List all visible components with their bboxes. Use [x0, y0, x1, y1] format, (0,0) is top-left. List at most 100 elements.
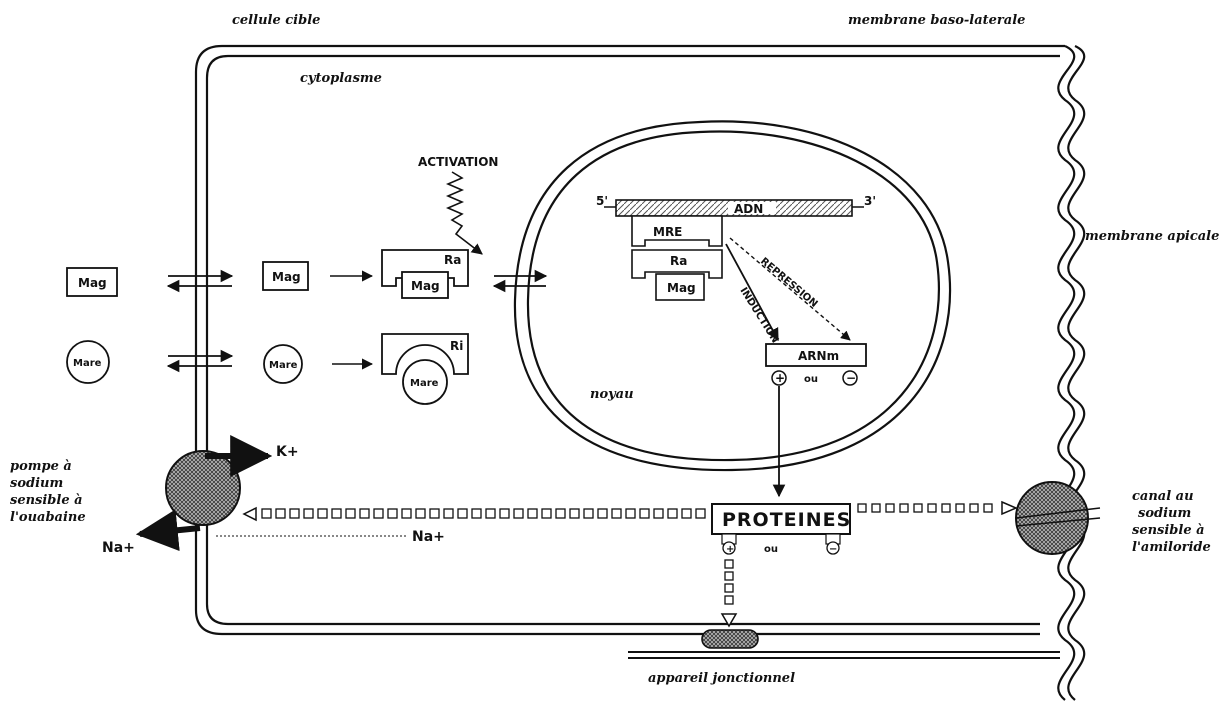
- junction-complex: [702, 630, 758, 648]
- mre-label: MRE: [653, 225, 682, 239]
- proteines-ou: ou: [764, 544, 778, 555]
- na-plus-in-label: Na+: [412, 529, 445, 545]
- dot-square: [416, 509, 425, 518]
- proteines-plus: +: [726, 544, 734, 555]
- mare-outside-label: Mare: [73, 358, 102, 369]
- nucleus: [515, 121, 950, 470]
- dot-square: [970, 504, 978, 512]
- activation-arrow: [448, 172, 482, 254]
- pump-label-line-1: pompe à: [10, 459, 72, 474]
- channel-label-line-1: canal au: [1132, 489, 1194, 504]
- dot-square: [654, 509, 663, 518]
- channel-arrowhead: [1002, 502, 1016, 514]
- dot-square: [725, 584, 733, 592]
- nucleus-ra-label: Ra: [670, 254, 687, 268]
- label-cytoplasme: cytoplasme: [300, 71, 382, 86]
- pump-arrowhead: [244, 508, 256, 520]
- dot-square: [640, 509, 649, 518]
- label-appareil-jonctionnel: appareil jonctionnel: [648, 671, 795, 686]
- na-out-arrow: [140, 528, 200, 534]
- dot-square: [486, 509, 495, 518]
- dot-square: [725, 560, 733, 568]
- channel-label: canal au sodium sensible à l'amiloride: [1132, 489, 1211, 555]
- dot-square: [318, 509, 327, 518]
- dotted-arrow-to-junction: [725, 560, 733, 604]
- dot-square: [696, 509, 705, 518]
- dot-square: [584, 509, 593, 518]
- nuclear-entry-arrows: [494, 276, 546, 286]
- arnm-minus: −: [846, 371, 856, 385]
- dot-square: [430, 509, 439, 518]
- arnm-plus: +: [775, 371, 785, 385]
- dotted-arrow-to-channel: [858, 504, 992, 512]
- ri-mare-label: Mare: [410, 378, 439, 389]
- dna-3prime: 3': [864, 194, 876, 208]
- proteines-minus: −: [829, 544, 837, 555]
- dot-square: [542, 509, 551, 518]
- cell-membrane: [196, 46, 1065, 634]
- dot-square: [928, 504, 936, 512]
- dot-square: [858, 504, 866, 512]
- dot-square: [262, 509, 271, 518]
- dotted-arrow-to-pump: [262, 509, 705, 518]
- repression-label: REPRESSION: [758, 256, 819, 310]
- dot-square: [346, 509, 355, 518]
- label-membrane-apicale: membrane apicale: [1085, 229, 1219, 244]
- na-plus-out-label: Na+: [102, 540, 135, 556]
- dot-square: [458, 509, 467, 518]
- pump-label-line-2: sodium: [10, 476, 63, 491]
- dot-square: [276, 509, 285, 518]
- proteines-label: PROTEINES: [722, 509, 851, 531]
- dot-square: [514, 509, 523, 518]
- equilibrium-arrows-mag: [168, 276, 232, 286]
- dot-square: [388, 509, 397, 518]
- dot-square: [374, 509, 383, 518]
- dot-square: [984, 504, 992, 512]
- dot-square: [942, 504, 950, 512]
- dot-square: [956, 504, 964, 512]
- sodium-channel: [1016, 482, 1088, 554]
- dot-square: [725, 572, 733, 580]
- nucleus-mag-label: Mag: [667, 281, 696, 295]
- pump-label: pompe à sodium sensible à l'ouabaine: [10, 459, 86, 525]
- pump-label-line-4: l'ouabaine: [10, 510, 86, 525]
- dot-square: [500, 509, 509, 518]
- dot-square: [612, 509, 621, 518]
- dot-square: [725, 596, 733, 604]
- pump-label-line-3: sensible à: [10, 493, 83, 508]
- dot-square: [402, 509, 411, 518]
- dna-5prime: 5': [596, 194, 608, 208]
- arnm-ou: ou: [804, 374, 818, 385]
- dna-label: ADN: [734, 202, 763, 216]
- dot-square: [360, 509, 369, 518]
- dot-square: [886, 504, 894, 512]
- equilibrium-arrows-mare: [168, 356, 232, 366]
- label-membrane-basolaterale: membrane baso-laterale: [848, 13, 1025, 28]
- ra-mag-label: Mag: [411, 279, 440, 293]
- induction-label: INDUCTION: [737, 286, 780, 345]
- channel-label-line-4: l'amiloride: [1132, 540, 1211, 555]
- arnm-label: ARNm: [798, 349, 839, 363]
- mag-outside-label: Mag: [78, 276, 107, 290]
- dot-square: [914, 504, 922, 512]
- dot-square: [900, 504, 908, 512]
- label-cellule-cible: cellule cible: [232, 13, 320, 28]
- apical-membrane: [1058, 46, 1084, 700]
- dna-strand: ADN: [604, 200, 864, 216]
- channel-label-line-2: sodium: [1138, 506, 1191, 521]
- dot-square: [598, 509, 607, 518]
- dot-square: [556, 509, 565, 518]
- channel-label-line-3: sensible à: [1132, 523, 1205, 538]
- dot-square: [626, 509, 635, 518]
- mare-inside-label: Mare: [269, 360, 298, 371]
- label-noyau: noyau: [590, 387, 634, 402]
- dot-square: [472, 509, 481, 518]
- dot-square: [290, 509, 299, 518]
- mag-inside-label: Mag: [272, 270, 301, 284]
- dot-square: [304, 509, 313, 518]
- dot-square: [444, 509, 453, 518]
- dot-square: [872, 504, 880, 512]
- ra-label: Ra: [444, 253, 461, 267]
- sodium-pump: [166, 451, 240, 525]
